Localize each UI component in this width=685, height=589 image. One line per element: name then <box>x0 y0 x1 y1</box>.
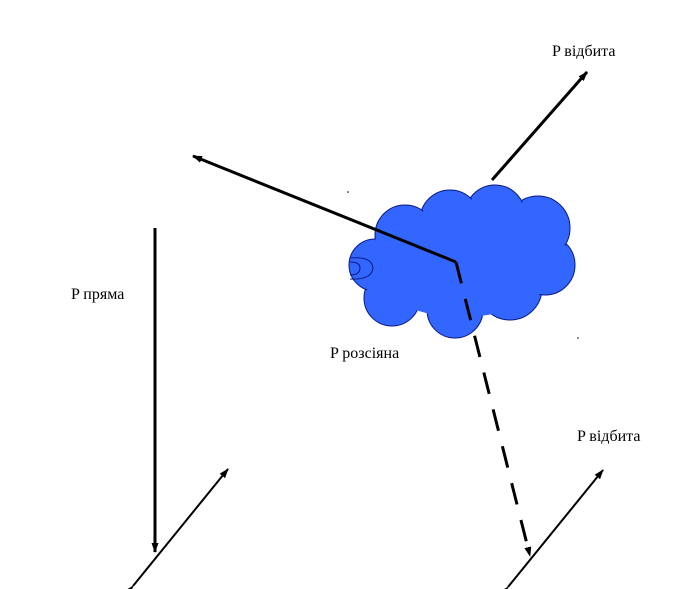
ground-reflection-right-arrow <box>499 469 604 589</box>
ground-reflection-left-arrow <box>124 468 229 589</box>
label-reflected-top: P відбита <box>552 43 616 60</box>
cloud-icon <box>348 184 576 339</box>
label-scattered: P розсіяна <box>330 345 400 362</box>
dashed-ray-arrow <box>454 261 532 557</box>
scattered-ray-arrow <box>192 154 457 264</box>
reflected-ray-top-arrow <box>490 71 589 181</box>
label-direct: P пряма <box>71 286 125 303</box>
label-reflected-bottom: P відбита <box>577 428 641 445</box>
